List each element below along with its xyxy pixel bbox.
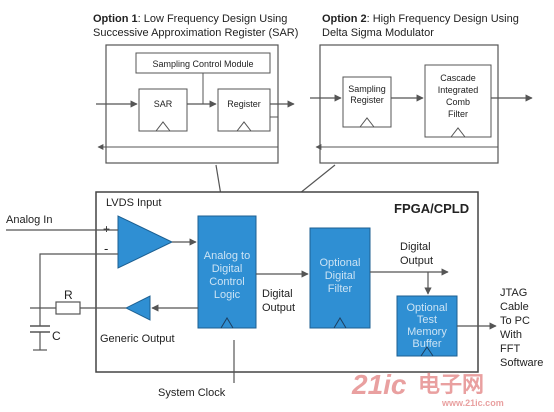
jtag-label-4: With [500, 329, 522, 341]
cic-label-1: Cascade [440, 73, 476, 83]
sampling-register-label-1: Sampling [348, 84, 386, 94]
lvds-input-label: LVDS Input [106, 197, 161, 209]
sar-box [138, 88, 188, 132]
watermark-cn: 电子网 [418, 372, 484, 397]
minus-label: - [104, 241, 108, 256]
resistor-icon [55, 301, 81, 315]
memory-label-2: Test [417, 314, 437, 326]
memory-clock-icon [420, 346, 434, 357]
fpga-title: FPGA/CPLD [394, 201, 469, 216]
sampling-control-module-label: Sampling Control Module [152, 59, 253, 69]
generic-output-label: Generic Output [100, 333, 175, 345]
capacitor-label: C [52, 329, 61, 343]
digital-filter-block [309, 227, 371, 329]
memory-label-3: Memory [407, 326, 447, 338]
register-label: Register [227, 99, 261, 109]
option2-title-line1: Option 2: High Frequency Design Using [322, 13, 519, 25]
option2-title-line2: Delta Sigma Modulator [322, 27, 434, 39]
resistor-label: R [64, 288, 73, 302]
filter-label-3: Filter [328, 283, 353, 295]
jtag-label-3: To PC [500, 315, 530, 327]
digital-output-mid-2: Output [262, 302, 295, 314]
digital-output-mid-1: Digital [262, 288, 293, 300]
system-clock-label: System Clock [158, 387, 226, 399]
jtag-label-1: JTAG [500, 287, 527, 299]
filter-clock-icon [333, 317, 347, 329]
register-clock-icon [236, 121, 252, 132]
jtag-label-2: Cable [500, 301, 529, 313]
plus-label: + [103, 222, 110, 236]
option1-title-line2: Successive Approximation Register (SAR) [93, 27, 298, 39]
register-box [217, 88, 271, 132]
adc-label-4: Logic [214, 289, 241, 301]
adc-clock-icon [220, 317, 234, 329]
option1-feedback-arrow [97, 116, 279, 150]
cic-label-4: Filter [448, 109, 468, 119]
digital-output-top-2: Output [400, 255, 433, 267]
adc-control-logic-block [197, 215, 257, 329]
adc-label-2: Digital [212, 263, 243, 275]
watermark-url: www.21ic.com [441, 398, 504, 408]
cic-clock-icon [450, 127, 466, 138]
digital-output-top-1: Digital [400, 241, 431, 253]
cic-label-2: Integrated [438, 85, 479, 95]
filter-label-1: Optional [320, 257, 361, 269]
sar-label: SAR [154, 99, 173, 109]
cic-filter-box [424, 64, 492, 138]
memory-label-4: Buffer [412, 338, 441, 350]
filter-label-2: Digital [325, 270, 356, 282]
generic-output-buffer-icon [124, 295, 151, 321]
jtag-label-6: Software [500, 357, 543, 369]
jtag-label-5: FFT [500, 343, 520, 355]
option1-title-line1: Option 1: Low Frequency Design Using [93, 13, 287, 25]
sampling-register-label-2: Register [350, 95, 384, 105]
sampling-register-clock-icon [359, 117, 375, 128]
sar-clock-icon [155, 121, 171, 132]
cic-label-3: Comb [446, 97, 470, 107]
feedback-node-wire [39, 253, 118, 326]
memory-label-1: Optional [407, 302, 448, 314]
adc-label-3: Control [209, 276, 244, 288]
watermark-brand: 21ic [351, 369, 407, 400]
adc-label-1: Analog to [204, 250, 250, 262]
lvds-comparator-icon [117, 215, 174, 269]
analog-in-label: Analog In [6, 214, 52, 226]
